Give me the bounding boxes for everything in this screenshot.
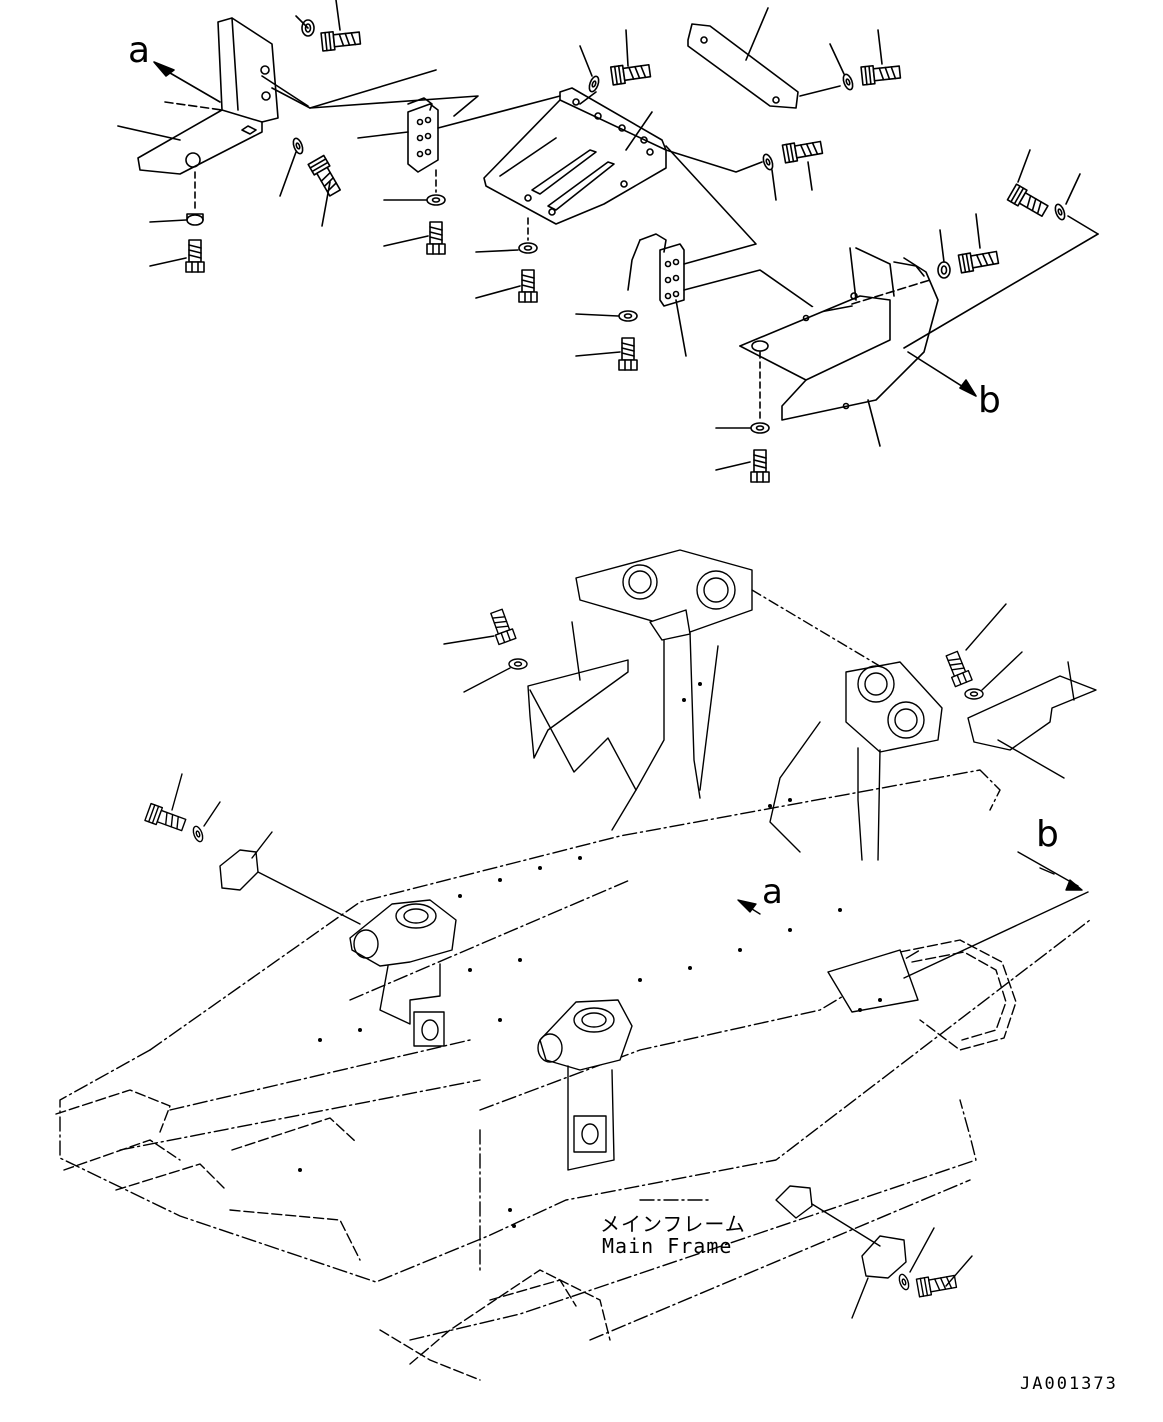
view-arrow-a-label: a [128, 30, 151, 71]
frame-arrow-b-label: b [1036, 814, 1059, 855]
main-frame-label-en: Main Frame [602, 1234, 733, 1258]
frame-arrow-a-label: a [762, 872, 783, 912]
upper-exploded-view [117, 0, 1099, 483]
main-frame-drawing [55, 549, 1097, 1381]
view-arrow-b-label: b [978, 380, 1001, 421]
drawing-code: JA001373 [1020, 1374, 1118, 1394]
main-frame-label-jp: メインフレーム [600, 1212, 746, 1236]
